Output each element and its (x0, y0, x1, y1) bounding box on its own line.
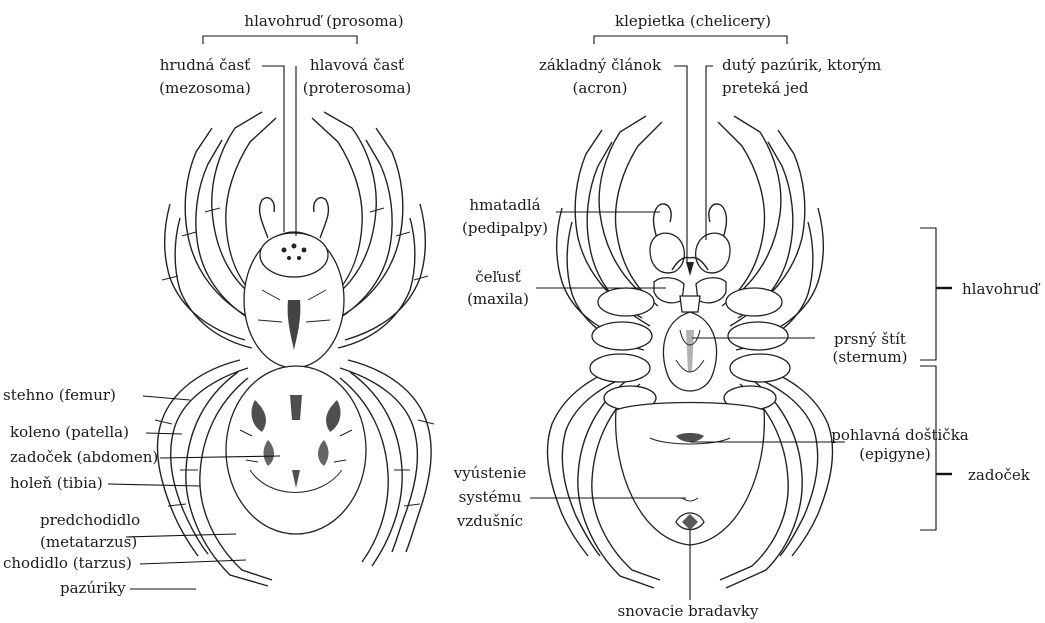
chelicery-bracket (594, 36, 787, 44)
label-prosoma: hlavohruď (prosoma) (244, 12, 403, 30)
label-metatarzus-2: (metatarzus) (40, 533, 137, 551)
label-claws: pazúriky (60, 579, 126, 597)
label-sternum-1: prsný štít (834, 330, 906, 348)
label-group-abdomen: zadoček (968, 466, 1031, 484)
ventral-mouthparts (654, 278, 726, 391)
mezosoma-leader (262, 66, 284, 232)
label-spiracle-2: systému (459, 488, 522, 506)
cephalothorax-bracket (920, 228, 936, 360)
label-spiracle-3: vzdušníc (456, 512, 523, 530)
dorsal-spider-illustration (155, 112, 434, 586)
dorsal-abdomen (226, 366, 366, 534)
prosoma-bracket (203, 36, 357, 44)
label-proterosoma-2: (proterosoma) (303, 79, 412, 97)
label-femur: stehno (femur) (3, 386, 116, 404)
label-fang-1: dutý pazúrik, ktorým (722, 56, 881, 74)
ventral-spider-illustration (547, 116, 832, 588)
label-spiracle-1: vyústenie (453, 464, 527, 482)
label-acron-2: (acron) (573, 79, 628, 97)
ventral-abdomen (616, 403, 765, 546)
label-fang-2: preteká jed (722, 79, 809, 97)
label-proterosoma-1: hlavová časť (310, 56, 404, 74)
label-patella: koleno (patella) (10, 423, 129, 441)
label-epigyne-1: pohlavná doštička (831, 426, 969, 444)
label-chelicery: klepietka (chelicery) (615, 12, 771, 30)
label-acron-1: základný článok (539, 56, 662, 74)
label-mezosoma-1: hrudná časť (160, 56, 251, 74)
dorsal-cephalothorax (244, 232, 344, 368)
label-tibia: holeň (tibia) (10, 474, 103, 492)
dorsal-annotations: hlavohruď (prosoma) hrudná časť (mezosom… (3, 12, 411, 597)
label-maxila-2: (maxila) (467, 290, 529, 308)
label-spinnerets: snovacie bradavky (618, 602, 759, 620)
label-maxila-1: čeľusť (475, 268, 520, 286)
label-pedipalpy-2: (pedipalpy) (462, 219, 548, 237)
label-mezosoma-2: (mezosoma) (159, 79, 251, 97)
label-tarzus: chodidlo (tarzus) (3, 554, 132, 572)
ventral-chelicerae (650, 233, 730, 276)
label-pedipalpy-1: hmatadlá (469, 196, 540, 214)
label-abdomen: zadoček (abdomen) (10, 448, 158, 466)
label-metatarzus-1: predchodidlo (40, 511, 140, 529)
label-epigyne-2: (epigyne) (859, 445, 931, 463)
label-sternum-2: (sternum) (832, 348, 907, 366)
acron-leader (674, 66, 687, 262)
label-group-cephalothorax: hlavohruď (962, 280, 1041, 298)
